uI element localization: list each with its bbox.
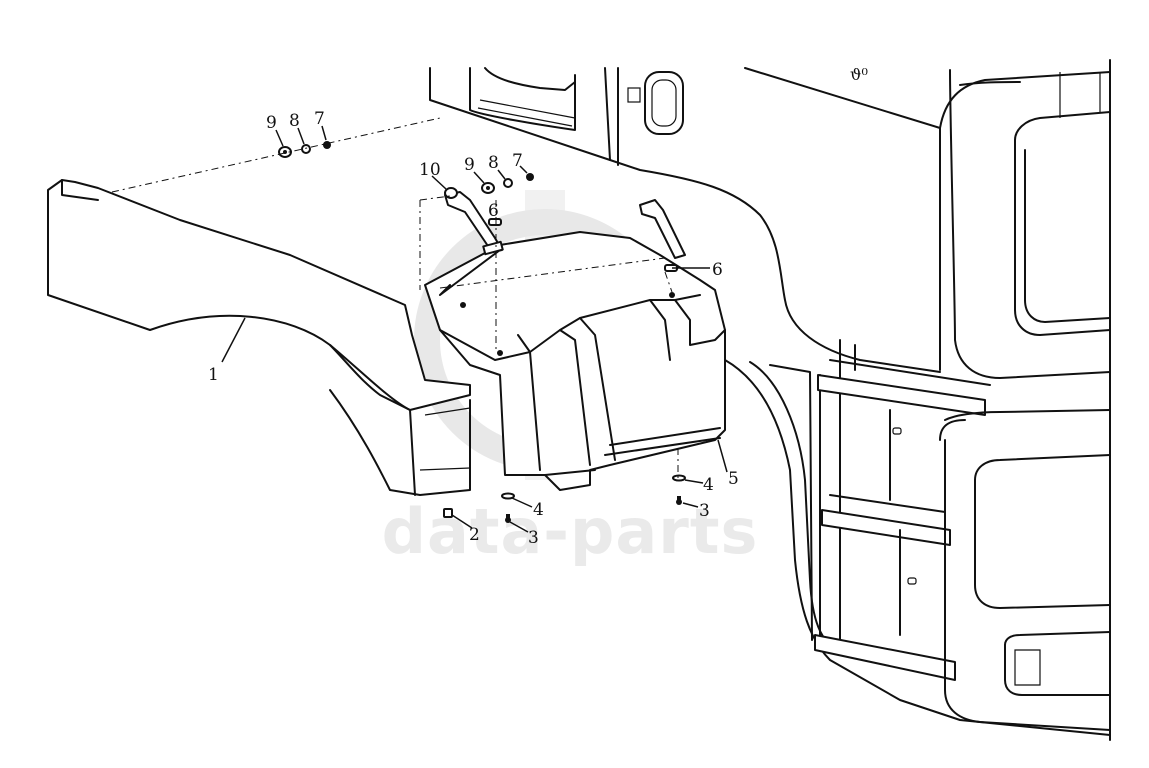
callout-4: 4 <box>533 500 544 520</box>
part-5-splash-guard <box>424 231 726 491</box>
callout-3: 3 <box>699 501 710 521</box>
cab-step-upper <box>817 374 986 416</box>
hardware-fasteners <box>278 141 686 523</box>
callout-labels: 1 2 3 3 4 4 5 6 6 7 7 8 8 9 9 10 <box>208 109 739 548</box>
callout-1: 1 <box>208 365 219 385</box>
assembly-centerlines <box>111 117 679 480</box>
callout-4: 4 <box>703 475 714 495</box>
door-handle <box>644 71 684 135</box>
truck-cab-body: ϑ⁰ <box>429 59 1111 741</box>
callout-7: 7 <box>314 109 325 129</box>
callout-5: 5 <box>728 469 739 489</box>
callout-leaders <box>221 125 728 533</box>
part-10-mounting-brackets <box>444 191 686 259</box>
callout-3: 3 <box>528 528 539 548</box>
callout-7: 7 <box>512 151 523 171</box>
watermark-text: data-parts <box>382 495 759 568</box>
callout-6: 6 <box>712 260 723 280</box>
callout-2: 2 <box>469 525 480 545</box>
callout-9: 9 <box>266 113 277 133</box>
callout-6: 6 <box>488 201 499 221</box>
callout-8: 8 <box>289 111 300 131</box>
washer-8-icon <box>301 144 311 154</box>
callout-8: 8 <box>488 153 499 173</box>
nut-7-icon <box>323 141 331 149</box>
callout-10: 10 <box>419 160 441 180</box>
part-1-front-fender <box>47 179 471 496</box>
cab-step-middle <box>821 509 951 546</box>
callout-9: 9 <box>464 155 475 175</box>
cab-step-lower <box>814 634 956 681</box>
cab-emblem-icon: ϑ⁰ <box>850 65 868 84</box>
